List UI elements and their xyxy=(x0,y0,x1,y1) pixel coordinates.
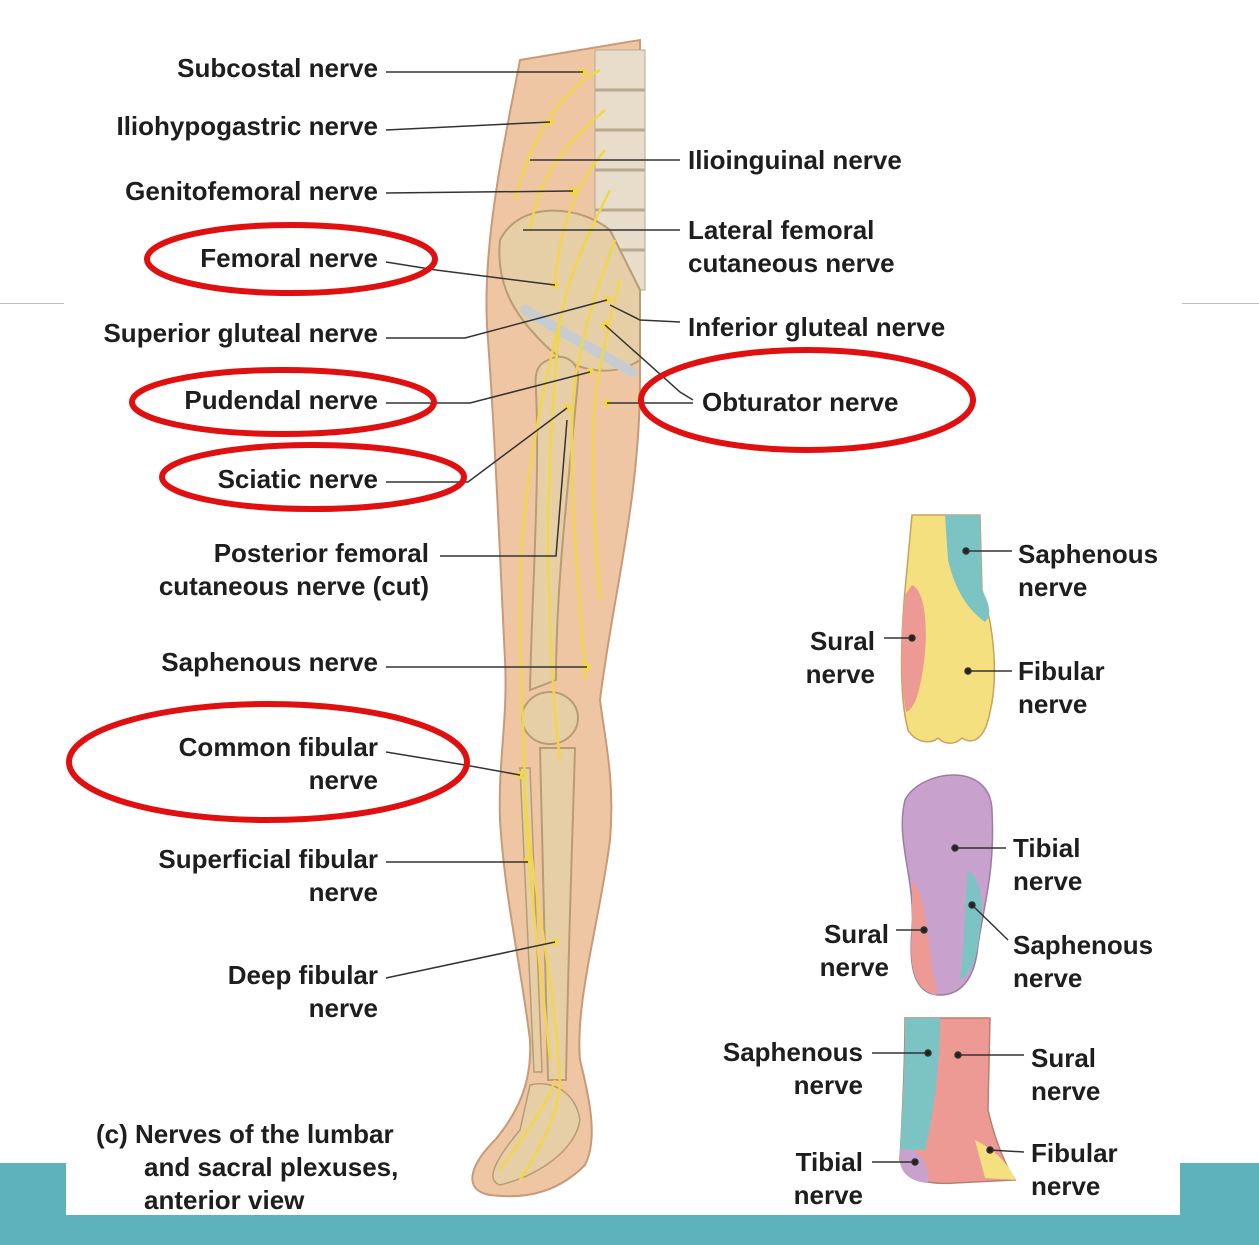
label-deep-fibular-line2: nerve xyxy=(309,992,378,1025)
figure-caption: (c) Nerves of the lumbar and sacral plex… xyxy=(96,1118,398,1217)
caption-line1: (c) Nerves of the lumbar xyxy=(96,1118,398,1151)
label-obturator-nerve: Obturator nerve xyxy=(702,386,899,419)
label-dorsum-sural-line1: Sural xyxy=(810,625,875,658)
label-heel-saphenous-line1: Saphenous xyxy=(723,1036,863,1069)
label-genitofemoral-nerve: Genitofemoral nerve xyxy=(125,175,378,208)
label-common-fibular-line1: Common fibular xyxy=(179,731,378,764)
label-heel-tibial-line2: nerve xyxy=(794,1179,863,1212)
label-sciatic-nerve: Sciatic nerve xyxy=(218,463,378,496)
label-sole-sural-line2: nerve xyxy=(820,951,889,984)
label-heel-tibial-line1: Tibial xyxy=(796,1146,863,1179)
label-common-fibular-line2: nerve xyxy=(309,764,378,797)
label-posterior-femoral-line1: Posterior femoral xyxy=(214,537,429,570)
label-dorsum-saphenous-line1: Saphenous xyxy=(1018,538,1158,571)
caption-line2: and sacral plexuses, xyxy=(96,1151,398,1184)
label-heel-sural-line1: Sural xyxy=(1031,1042,1096,1075)
label-iliohypogastric-nerve: Iliohypogastric nerve xyxy=(116,110,378,143)
label-subcostal-nerve: Subcostal nerve xyxy=(177,52,378,85)
label-sole-saphenous-line2: nerve xyxy=(1013,962,1082,995)
label-sole-tibial-line1: Tibial xyxy=(1013,832,1080,865)
label-pudendal-nerve: Pudendal nerve xyxy=(184,384,378,417)
label-femoral-nerve: Femoral nerve xyxy=(200,242,378,275)
label-dorsum-fibular-line1: Fibular xyxy=(1018,655,1105,688)
label-posterior-femoral-line2: cutaneous nerve (cut) xyxy=(159,570,429,603)
label-dorsum-saphenous-line2: nerve xyxy=(1018,571,1087,604)
label-heel-saphenous-line2: nerve xyxy=(794,1069,863,1102)
label-dorsum-fibular-line2: nerve xyxy=(1018,688,1087,721)
label-saphenous-nerve: Saphenous nerve xyxy=(161,646,378,679)
knee-bone xyxy=(522,692,578,744)
label-superficial-fibular-line2: nerve xyxy=(309,876,378,909)
label-superficial-fibular-line1: Superficial fibular xyxy=(158,843,378,876)
label-ilioinguinal-nerve: Ilioinguinal nerve xyxy=(688,144,902,177)
label-lateral-femoral-line2: cutaneous nerve xyxy=(688,247,895,280)
label-superior-gluteal-nerve: Superior gluteal nerve xyxy=(103,317,378,350)
label-heel-fibular-line2: nerve xyxy=(1031,1170,1100,1203)
label-heel-sural-line2: nerve xyxy=(1031,1075,1100,1108)
label-lateral-femoral-line1: Lateral femoral xyxy=(688,214,874,247)
label-sole-sural-line1: Sural xyxy=(824,918,889,951)
caption-line3: anterior view xyxy=(96,1184,398,1217)
label-heel-fibular-line1: Fibular xyxy=(1031,1137,1118,1170)
label-inferior-gluteal-nerve: Inferior gluteal nerve xyxy=(688,311,945,344)
label-dorsum-sural-line2: nerve xyxy=(806,658,875,691)
label-deep-fibular-line1: Deep fibular xyxy=(228,959,378,992)
label-sole-saphenous-line1: Saphenous xyxy=(1013,929,1153,962)
label-sole-tibial-line2: nerve xyxy=(1013,865,1082,898)
